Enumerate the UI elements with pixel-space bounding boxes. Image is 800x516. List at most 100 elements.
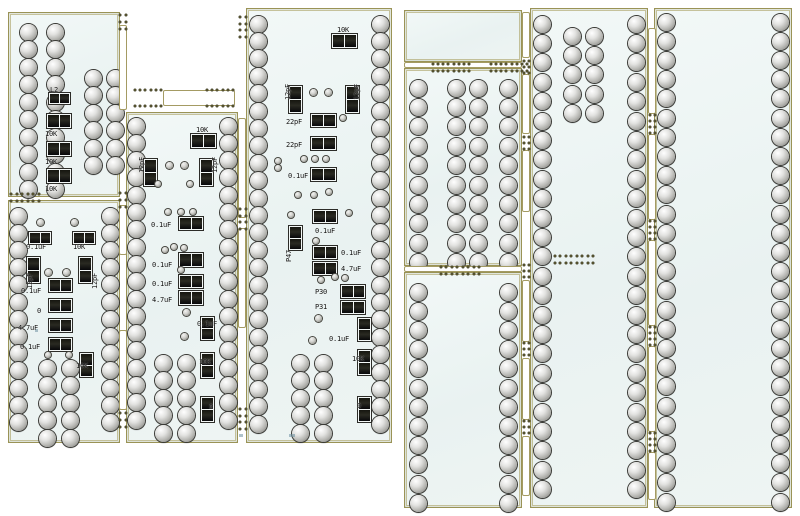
pad-board-g-left-col: [409, 417, 427, 435]
pad-board-c-right-col: [219, 325, 237, 343]
pad-board-a-left-col2: [46, 76, 64, 93]
pad-board-d-left-col: [249, 102, 267, 120]
pad-board-e2-right-col: [499, 137, 517, 155]
pad-board-f-grid: [585, 66, 603, 84]
pad-board-f-left-col: [533, 481, 551, 499]
pad-board-e2-mid-col1: [447, 195, 465, 213]
pad-board-g-left-col: [409, 341, 427, 359]
mousebite-fh-2: [648, 220, 651, 240]
pad-board-g-left-col: [409, 379, 427, 397]
mousebite-gf-1b: [527, 264, 530, 278]
via-board-b: [36, 218, 44, 226]
pad-board-g-left-col: [409, 494, 427, 512]
pad-board-d-right-col: [371, 241, 389, 259]
mousebite-ef-1b: [527, 60, 530, 74]
pad-board-c-right-col: [219, 394, 237, 412]
pad-board-d-right-col: [371, 154, 389, 172]
routed-slot-f-h-2: [648, 134, 656, 220]
pad-board-e2-right-col: [499, 79, 517, 97]
pad-board-d-right-col: [371, 346, 389, 364]
pad-board-d-right-col: [371, 32, 389, 50]
pad-board-b-left-col: [9, 362, 27, 380]
pad-board-a-right-col2: [106, 139, 124, 157]
routed-slot-b-left: [119, 205, 127, 255]
pad-board-f-left-col: [533, 34, 551, 52]
smd-P31: [340, 300, 366, 315]
pad-board-d-right-col: [371, 67, 389, 85]
silkscreen-label: 10K: [76, 362, 89, 370]
silkscreen-label: 0: [357, 402, 362, 410]
pad-board-d-left-col: [249, 32, 267, 50]
pad-board-d-left-col: [249, 206, 267, 224]
pad-board-f-right-col: [627, 364, 645, 382]
pad-board-c-right-col: [219, 238, 237, 256]
pad-board-d-left-col: [249, 189, 267, 207]
mousebite-fh-4: [648, 432, 651, 452]
mousebite-c-top-right: [206, 88, 234, 91]
via-board-d: [301, 156, 307, 162]
pad-board-f-right-col: [627, 209, 645, 227]
pad-board-c-right-col: [219, 411, 237, 429]
silkscreen-label: 4.7uF: [18, 324, 39, 332]
pad-board-c-grid: [177, 372, 195, 389]
mousebite-gf-3: [522, 420, 525, 434]
smd-4p7uf-c1: [178, 290, 204, 306]
via-board-d: [318, 277, 324, 283]
smd-4p7uf-d1: [312, 261, 338, 276]
pad-board-d-right-col: [371, 224, 389, 242]
pad-board-f-grid: [563, 105, 581, 123]
pad-board-d-left-col: [249, 259, 267, 277]
pad-board-b-grid: [61, 429, 79, 447]
pad-board-f-right-col: [627, 384, 645, 402]
pad-board-b-left-col: [9, 259, 27, 277]
pad-board-d-right-col: [371, 276, 389, 294]
pad-board-a-right-col: [84, 69, 102, 87]
mousebite-f-mid2: [554, 261, 594, 264]
pad-board-b-right-col: [101, 259, 119, 277]
smd-22pf-d1: [310, 113, 337, 128]
dust-speck: [35, 329, 38, 332]
pad-board-f-left-col: [533, 93, 551, 111]
pad-board-e2-mid-col2: [469, 118, 487, 136]
pad-board-b-grid: [61, 359, 79, 377]
pad-board-g-right-col: [499, 379, 517, 397]
smd-0p1uf-b1: [28, 231, 52, 245]
pad-board-h-left-col: [657, 90, 675, 108]
smd-0r-c1: [200, 396, 215, 423]
pad-board-h-left-col: [657, 282, 675, 300]
pad-board-h-right-col: [771, 320, 789, 338]
pad-board-c-right-col: [219, 377, 237, 394]
pad-board-e2-mid-col2: [469, 195, 487, 213]
pad-board-f-left-col: [533, 209, 551, 227]
mousebite-left-upper2: [124, 14, 127, 30]
pad-board-e2-mid-col1: [447, 98, 465, 116]
pad-board-d-right-col: [371, 380, 389, 398]
smd-0r-b1: [48, 298, 73, 313]
pad-board-d-grid: [314, 354, 332, 372]
via-board-d: [323, 156, 329, 162]
pad-board-d-left-col: [249, 224, 267, 242]
pad-board-f-right-col: [627, 267, 645, 285]
pad-board-e2-mid-col2: [469, 79, 487, 97]
pad-board-d-left-col: [249, 67, 267, 85]
pad-board-g-right-col: [499, 341, 517, 359]
pad-board-h-right-col: [771, 339, 789, 357]
pad-board-f-left-col: [533, 267, 551, 285]
pad-board-e2-mid-col2: [469, 215, 487, 233]
pad-board-h-left-col: [657, 359, 675, 377]
pad-board-g-right-col: [499, 302, 517, 320]
via-board-b: [44, 268, 52, 276]
smd-10k-a2: [46, 141, 72, 157]
pad-board-d-right-col: [371, 119, 389, 137]
smd-10k-c2: [200, 352, 215, 379]
via-board-d: [314, 314, 322, 322]
pad-board-d-left-col: [249, 398, 267, 416]
pad-board-f-left-col: [533, 325, 551, 343]
silkscreen-label: 0.1uF: [341, 249, 362, 257]
mousebite-gf-3b: [527, 420, 530, 434]
pad-board-g-left-col: [409, 437, 427, 455]
pad-board-d-right-col: [371, 363, 389, 381]
pad-board-f-right-col: [627, 345, 645, 363]
mousebite-cd-lower: [238, 408, 241, 430]
via-board-d: [308, 336, 316, 344]
